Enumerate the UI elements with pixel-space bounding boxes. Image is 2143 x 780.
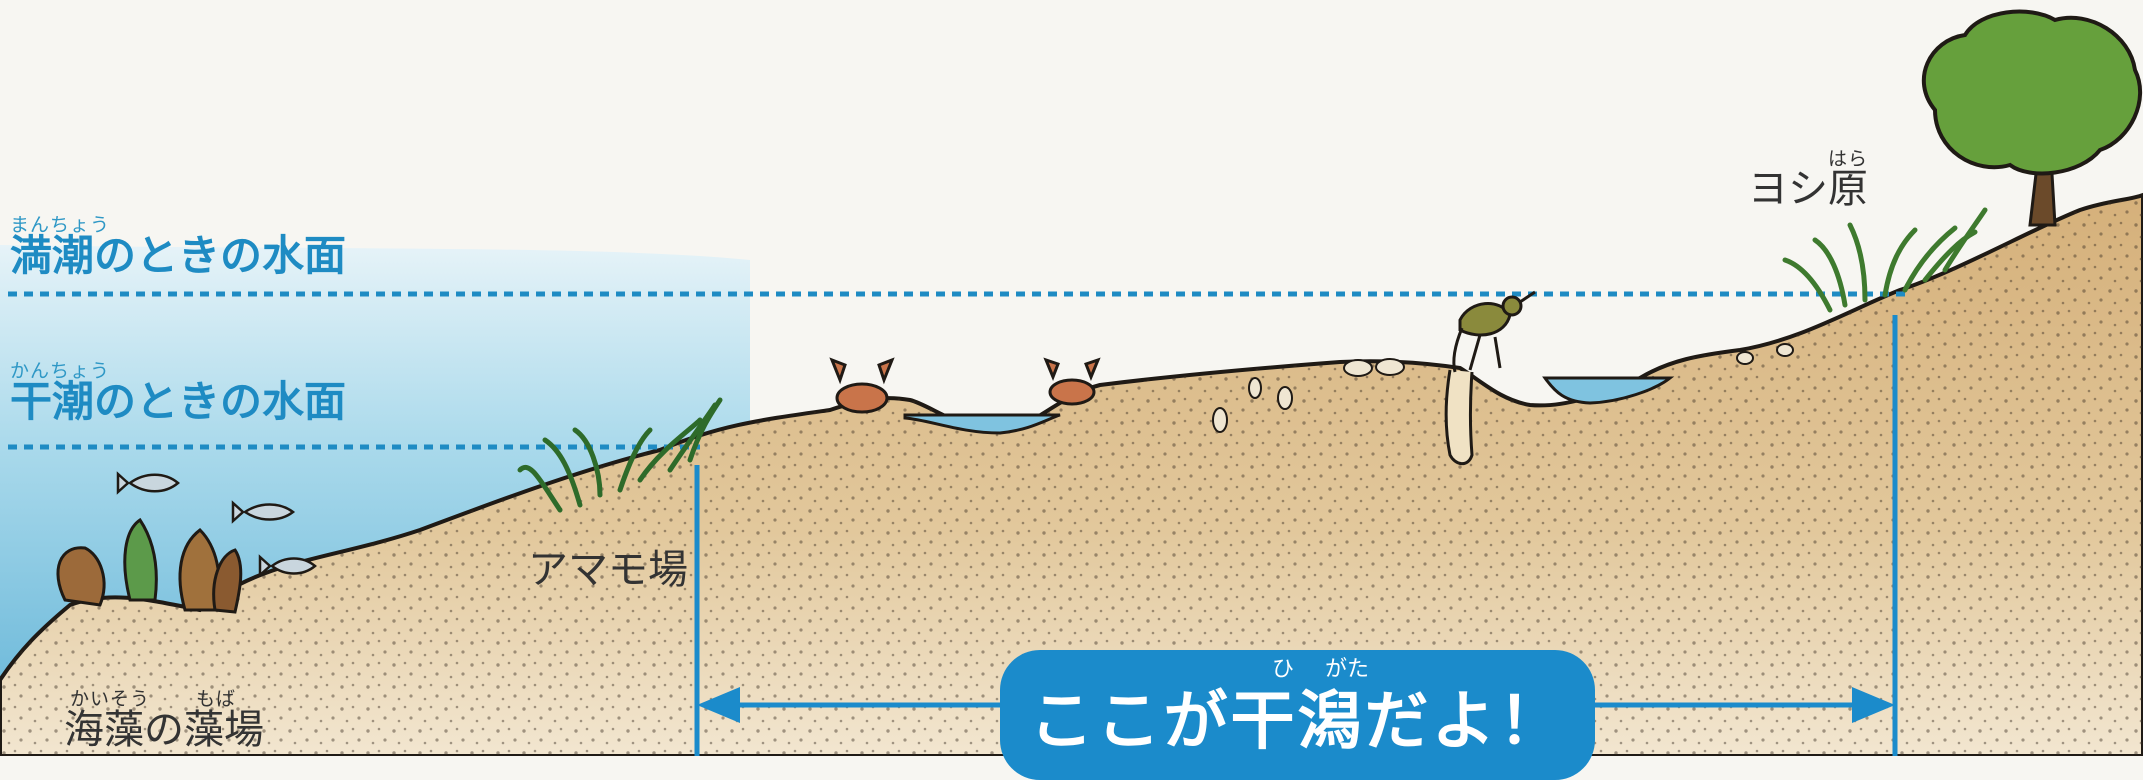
worm-burrow xyxy=(1444,369,1474,466)
low-tide-ruby: かんちょう xyxy=(10,360,111,382)
reed-bed-label: はら ヨシ原 xyxy=(1748,148,1869,212)
high-tide-ruby: まんちょう xyxy=(10,214,111,236)
bird-icon xyxy=(1452,290,1536,373)
callout-text: ここが干潟だよ！ xyxy=(1029,685,1566,759)
seaweed-icon xyxy=(56,517,243,614)
eelgrass-icon xyxy=(517,397,723,513)
seaweed-ruby-2: もば xyxy=(196,688,237,710)
tidal-pool xyxy=(903,413,1061,435)
arrow-right-icon xyxy=(1852,687,1895,723)
low-tide-label: かんちょう 干潮のときの水面 xyxy=(10,362,346,423)
reed-bed-ruby: はら xyxy=(1828,148,1869,170)
seaweed-bed-label: かいそう もば 海藻の藻場 xyxy=(64,690,264,753)
reeds-icon xyxy=(1782,207,1988,313)
crab-icon xyxy=(829,357,1101,414)
high-tide-text: 満潮のときの水面 xyxy=(10,231,347,280)
low-tide-text: 干潮のときの水面 xyxy=(10,377,347,426)
seaweed-bed-text: 海藻の藻場 xyxy=(64,707,264,753)
tree-icon xyxy=(1921,9,2142,227)
eelgrass-label: アマモ場 xyxy=(528,547,688,593)
shells xyxy=(1212,343,1794,433)
callout-ruby-hi: ひ xyxy=(1272,657,1295,682)
high-tide-label: まんちょう 満潮のときの水面 xyxy=(10,216,346,277)
reed-bed-text: ヨシ原 xyxy=(1748,166,1868,212)
sand-texture xyxy=(0,195,2143,756)
tidal-pool xyxy=(1542,376,1675,405)
seaweed-bed-ruby: かいそう もば xyxy=(64,690,264,710)
arrow-left-icon xyxy=(697,687,740,723)
fish-icon xyxy=(116,471,317,578)
seaweed-ruby-1: かいそう xyxy=(70,688,151,710)
tidal-flat-callout: ひ がた ここが干潟だよ！ xyxy=(1000,650,1595,780)
callout-ruby-gata: がた xyxy=(1325,657,1370,682)
